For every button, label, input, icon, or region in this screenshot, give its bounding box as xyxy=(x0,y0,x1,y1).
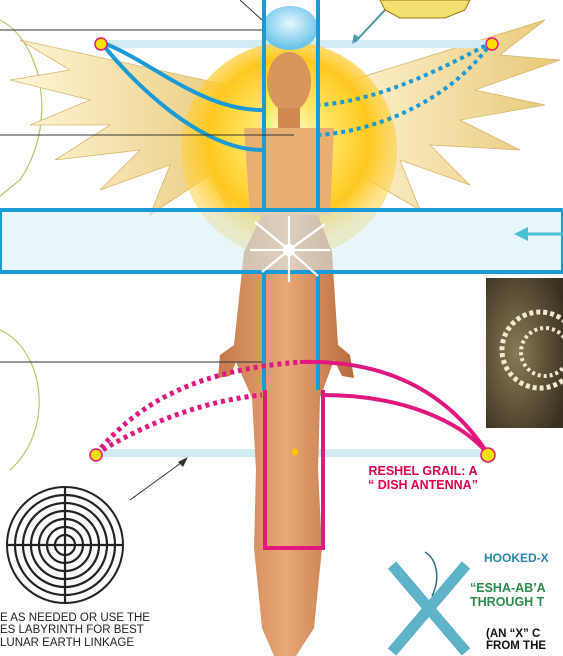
horizontal-beam xyxy=(0,210,563,272)
labyrinth-caption-line-3: LUNAR EARTH LINKAGE xyxy=(0,637,150,649)
pointer-line-top xyxy=(240,0,262,20)
magenta-left-dotted-arc-2 xyxy=(96,395,262,454)
labyrinth-arrow xyxy=(130,460,185,500)
head-bulb xyxy=(262,6,318,50)
esha-label: “ESHA-AB’A THROUGH T xyxy=(470,582,546,609)
node-upper-left xyxy=(95,38,107,50)
top-ornament xyxy=(380,0,470,18)
node-center xyxy=(292,449,299,456)
esha-line-1: “ESHA-AB’A xyxy=(470,582,546,596)
hooked-x-label: HOOKED-X xyxy=(484,552,549,565)
reshel-grail-label: RESHEL GRAIL: A “ DISH ANTENNA” xyxy=(368,465,478,492)
crop-circle-photo xyxy=(486,278,563,428)
node-lower-left xyxy=(90,449,102,461)
ornament-circle-bottom xyxy=(0,330,39,470)
esha-line-2: THROUGH T xyxy=(470,596,546,610)
labyrinth-icon xyxy=(7,487,123,603)
an-x-line-2: FROM THE xyxy=(486,640,546,652)
node-upper-right xyxy=(486,38,498,50)
an-x-label: (AN “X” C FROM THE xyxy=(486,628,546,653)
reshel-grail-line-2: “ DISH ANTENNA” xyxy=(368,479,478,493)
node-lower-right xyxy=(481,448,495,462)
teal-arrow-top xyxy=(355,10,385,42)
hooked-x-symbol xyxy=(392,552,466,652)
an-x-line-1: (AN “X” C xyxy=(486,628,546,640)
labyrinth-caption-line-1: E AS NEEDED OR USE THE xyxy=(0,612,150,624)
labyrinth-caption-line-2: ES LABYRINTH FOR BEST xyxy=(0,624,150,636)
labyrinth-arrow-head xyxy=(178,457,188,467)
labyrinth-caption: E AS NEEDED OR USE THE ES LABYRINTH FOR … xyxy=(0,612,150,649)
reshel-grail-line-1: RESHEL GRAIL: A xyxy=(368,465,478,479)
